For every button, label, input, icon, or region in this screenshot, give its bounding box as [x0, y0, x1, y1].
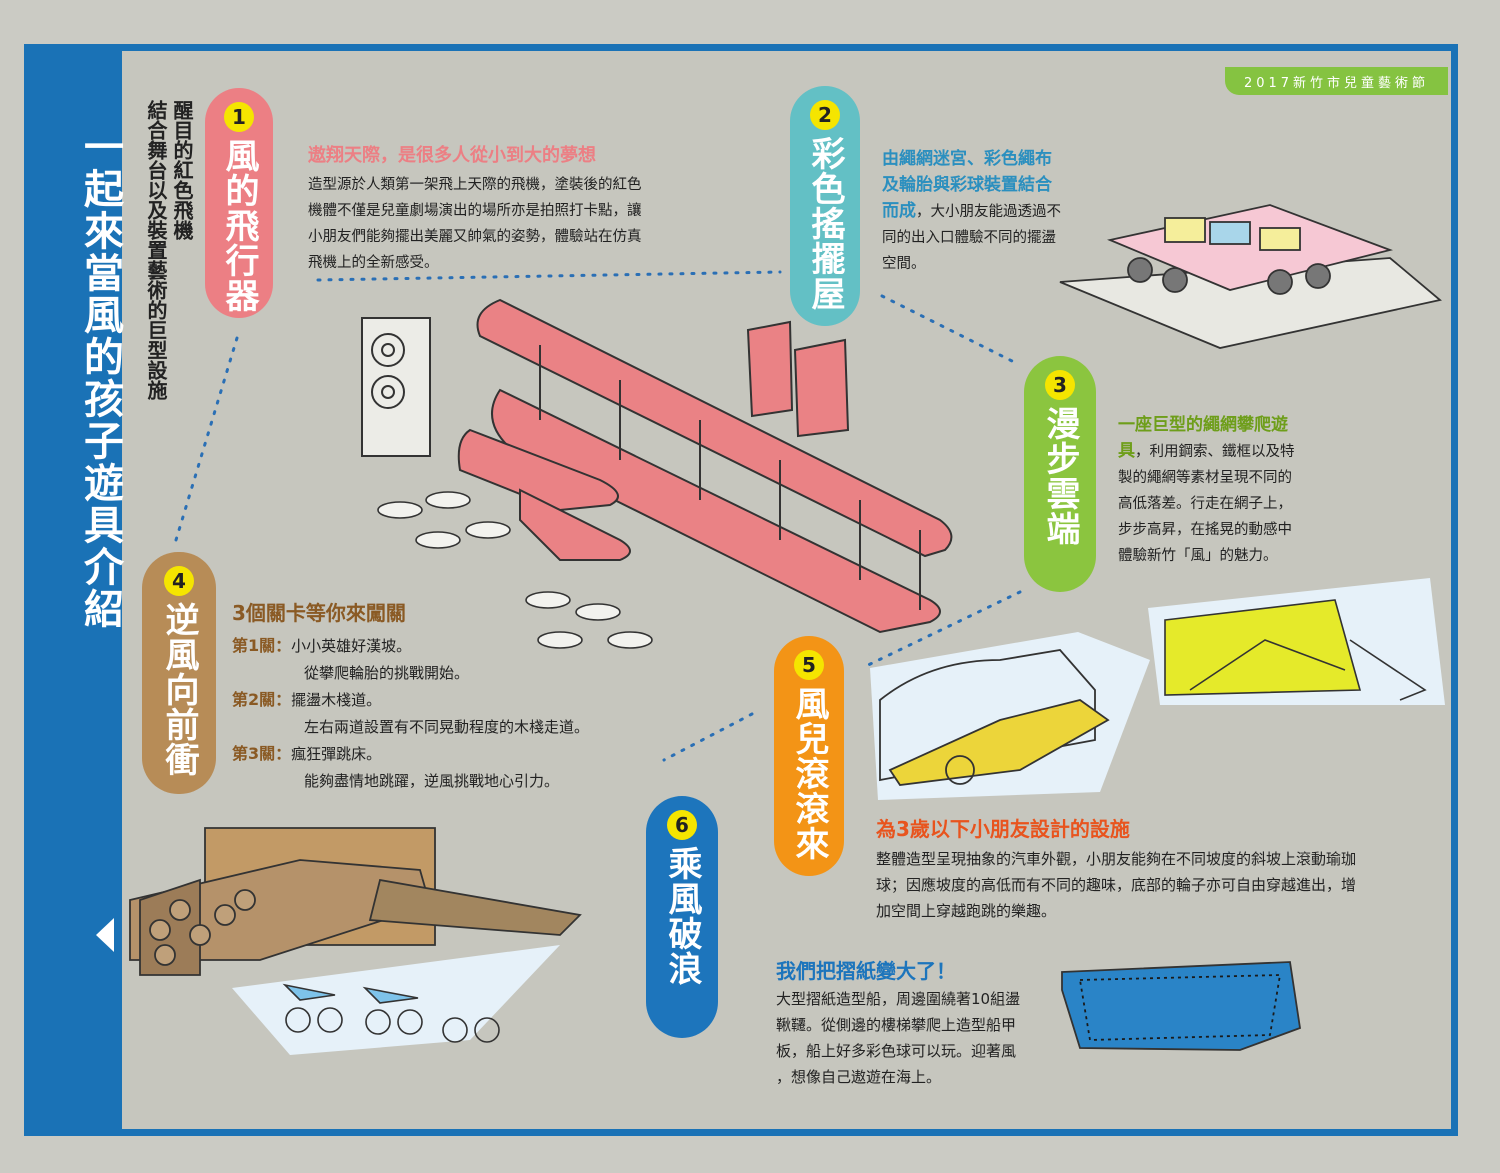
sidebar-title-section: 遊具介紹 — [77, 462, 123, 630]
rope-net-illustration — [1164, 599, 1427, 701]
sidebar-title: 一起來當風的孩子 遊具介紹 — [24, 126, 123, 630]
item-3-number: 3 — [1045, 370, 1075, 400]
stage-1-label: 第1關： — [232, 636, 292, 655]
item-2-body-line: 同的出入口體驗不同的擺盪 — [882, 230, 1056, 246]
connector-line-2 — [316, 270, 782, 282]
item-1-title: 風的飛行器 — [219, 138, 259, 313]
subtitle-line-1: 醒目的紅色飛機 — [170, 100, 194, 240]
stage-2-label: 第2關： — [232, 690, 292, 709]
item-3-title: 漫步雲端 — [1040, 406, 1080, 546]
item-5-body-line: 球；因應坡度的高低而有不同的趣味，底部的輪子亦可自由穿越進出，增 — [876, 876, 1357, 894]
sidebar-title-main: 一起來當風的孩子 — [77, 126, 123, 462]
item-5-heading: 為3歲以下小朋友設計的設施 — [876, 817, 1130, 841]
item-3-body-line: 步步高昇，在搖晃的動感中 — [1118, 522, 1292, 538]
dancers-illustration — [377, 491, 653, 649]
item-4-heading: 3個關卡等你來闖關 — [232, 601, 406, 625]
item-2-body-line: 空間。 — [882, 256, 926, 272]
origami-boat-illustration — [1061, 961, 1301, 1051]
item-6-number: 6 — [667, 810, 697, 840]
stage-3-line: 瘋狂彈跳床。 — [291, 745, 382, 763]
item-1-badge: 1 風的飛行器 — [205, 88, 273, 318]
stage-2-line: 左右兩道設置有不同晃動程度的木棧走道。 — [304, 718, 590, 736]
festival-tag: 2017新竹市兒童藝術節 — [1225, 67, 1448, 95]
connector-line-3 — [880, 294, 1016, 364]
car-slide-illustration — [879, 649, 1110, 786]
item-2-badge: 2 彩色搖擺屋 — [790, 86, 860, 326]
swing-house-illustration — [1059, 204, 1442, 349]
item-5-title: 風兒滾滾來 — [789, 686, 829, 861]
item-6-body-line: 板，船上好多彩色球可以玩。迎著風 — [776, 1042, 1017, 1060]
item-3-heading-line: 一座巨型的繩網攀爬遊 — [1118, 415, 1288, 435]
item-3-body-line: ，利用鋼索、鐵框以及特 — [1135, 444, 1295, 460]
item-1-body-line: 小朋友們能夠擺出美麗又帥氣的姿勢，體驗站在仿真 — [308, 229, 642, 245]
item-4-title: 逆風向前衝 — [159, 602, 199, 777]
item-6-body: 大型摺紙造型船，周邊圍繞著10組盪 鞦韆。從側邊的樓梯攀爬上造型船甲 板，船上好… — [776, 986, 1020, 1090]
item-6-body-line: 鞦韆。從側邊的樓梯攀爬上造型船甲 — [776, 1016, 1017, 1034]
item-5-body-line: 加空間上穿越跑跳的樂趣。 — [876, 902, 1057, 920]
item-4-number: 4 — [164, 566, 194, 596]
item-1-body-line: 飛機上的全新感受。 — [308, 255, 439, 271]
item-5-body-line: 整體造型呈現抽象的汽車外觀，小朋友能夠在不同坡度的斜坡上滾動瑜珈 — [876, 850, 1357, 868]
item-6-heading: 我們把摺紙變大了！ — [776, 959, 956, 983]
stage-3-line: 能夠盡情地跳躍，逆風挑戰地心引力。 — [304, 772, 560, 790]
item-3-text: 一座巨型的繩網攀爬遊 具，利用鋼索、鐵框以及特 製的繩網等素材呈現不同的 高低落… — [1118, 412, 1295, 569]
obstacle-course-illustration — [129, 827, 582, 976]
stage-3-label: 第3關： — [232, 744, 292, 763]
item-1-body-line: 造型源於人類第一架飛上天際的飛機，塗裝後的紅色 — [308, 177, 642, 193]
stage-1-line: 小小英雄好漢坡。 — [291, 637, 412, 655]
item-2-text: 由繩網迷宮、彩色繩布 及輪胎與彩球裝置結合 而成，大小朋友能過透過不 同的出入口… — [882, 146, 1061, 277]
cyclists-illustration — [282, 983, 500, 1043]
item-6-body-line: ，想像自己遨遊在海上。 — [776, 1068, 942, 1086]
sidebar: 一起來當風的孩子 遊具介紹 — [24, 44, 123, 1136]
item-3-body-line: 體驗新竹「風」的魅力。 — [1118, 548, 1278, 564]
item-1-heading: 遨翔天際，是很多人從小到大的夢想 — [308, 145, 596, 166]
item-5-body: 整體造型呈現抽象的汽車外觀，小朋友能夠在不同坡度的斜坡上滾動瑜珈 球；因應坡度的… — [876, 846, 1356, 924]
connector-line-5 — [662, 712, 754, 762]
item-2-body-line: ，大小朋友能過透過不 — [916, 204, 1061, 220]
item-5-badge: 5 風兒滾滾來 — [774, 636, 844, 876]
item-1-body: 造型源於人類第一架飛上天際的飛機，塗裝後的紅色 機體不僅是兒童劇場演出的場所亦是… — [308, 172, 642, 276]
connector-line-4 — [860, 590, 1022, 670]
item-3-heading-tail: 具 — [1118, 441, 1135, 461]
connector-line-1 — [174, 336, 239, 542]
speaker-illustration — [361, 317, 431, 457]
item-2-heading-tail: 而成 — [882, 201, 916, 221]
stage-3: 第3關：瘋狂彈跳床。 能夠盡情地跳躍，逆風挑戰地心引力。 — [232, 740, 559, 795]
stage-1: 第1關：小小英雄好漢坡。 從攀爬輪胎的挑戰開始。 — [232, 632, 469, 687]
item-3-body-line: 高低落差。行走在網子上， — [1118, 496, 1292, 512]
airplane-illustration — [457, 298, 953, 634]
item-1-number: 1 — [224, 102, 254, 132]
item-6-badge: 6 乘風破浪 — [646, 796, 718, 1038]
item-6-body-line: 大型摺紙造型船，周邊圍繞著10組盪 — [776, 990, 1021, 1008]
item-2-title: 彩色搖擺屋 — [805, 136, 845, 311]
stage-2-line: 擺盪木棧道。 — [291, 691, 382, 709]
item-6-title: 乘風破浪 — [662, 846, 702, 986]
subtitle-line-2: 結合舞台以及裝置藝術的巨型設施 — [144, 100, 168, 400]
prev-page-arrow-icon[interactable] — [96, 918, 114, 952]
item-2-heading-line: 由繩網迷宮、彩色繩布 — [882, 149, 1052, 169]
item-2-heading-line: 及輪胎與彩球裝置結合 — [882, 175, 1052, 195]
item-2-number: 2 — [810, 100, 840, 130]
item-5-number: 5 — [794, 650, 824, 680]
item-3-body-line: 製的繩網等素材呈現不同的 — [1118, 470, 1292, 486]
item-1-body-line: 機體不僅是兒童劇場演出的場所亦是拍照打卡點，讓 — [308, 203, 642, 219]
stage-2: 第2關：擺盪木棧道。 左右兩道設置有不同晃動程度的木棧走道。 — [232, 686, 589, 741]
stage-1-line: 從攀爬輪胎的挑戰開始。 — [304, 664, 470, 682]
item-3-badge: 3 漫步雲端 — [1024, 356, 1096, 592]
item-4-badge: 4 逆風向前衝 — [142, 552, 216, 794]
